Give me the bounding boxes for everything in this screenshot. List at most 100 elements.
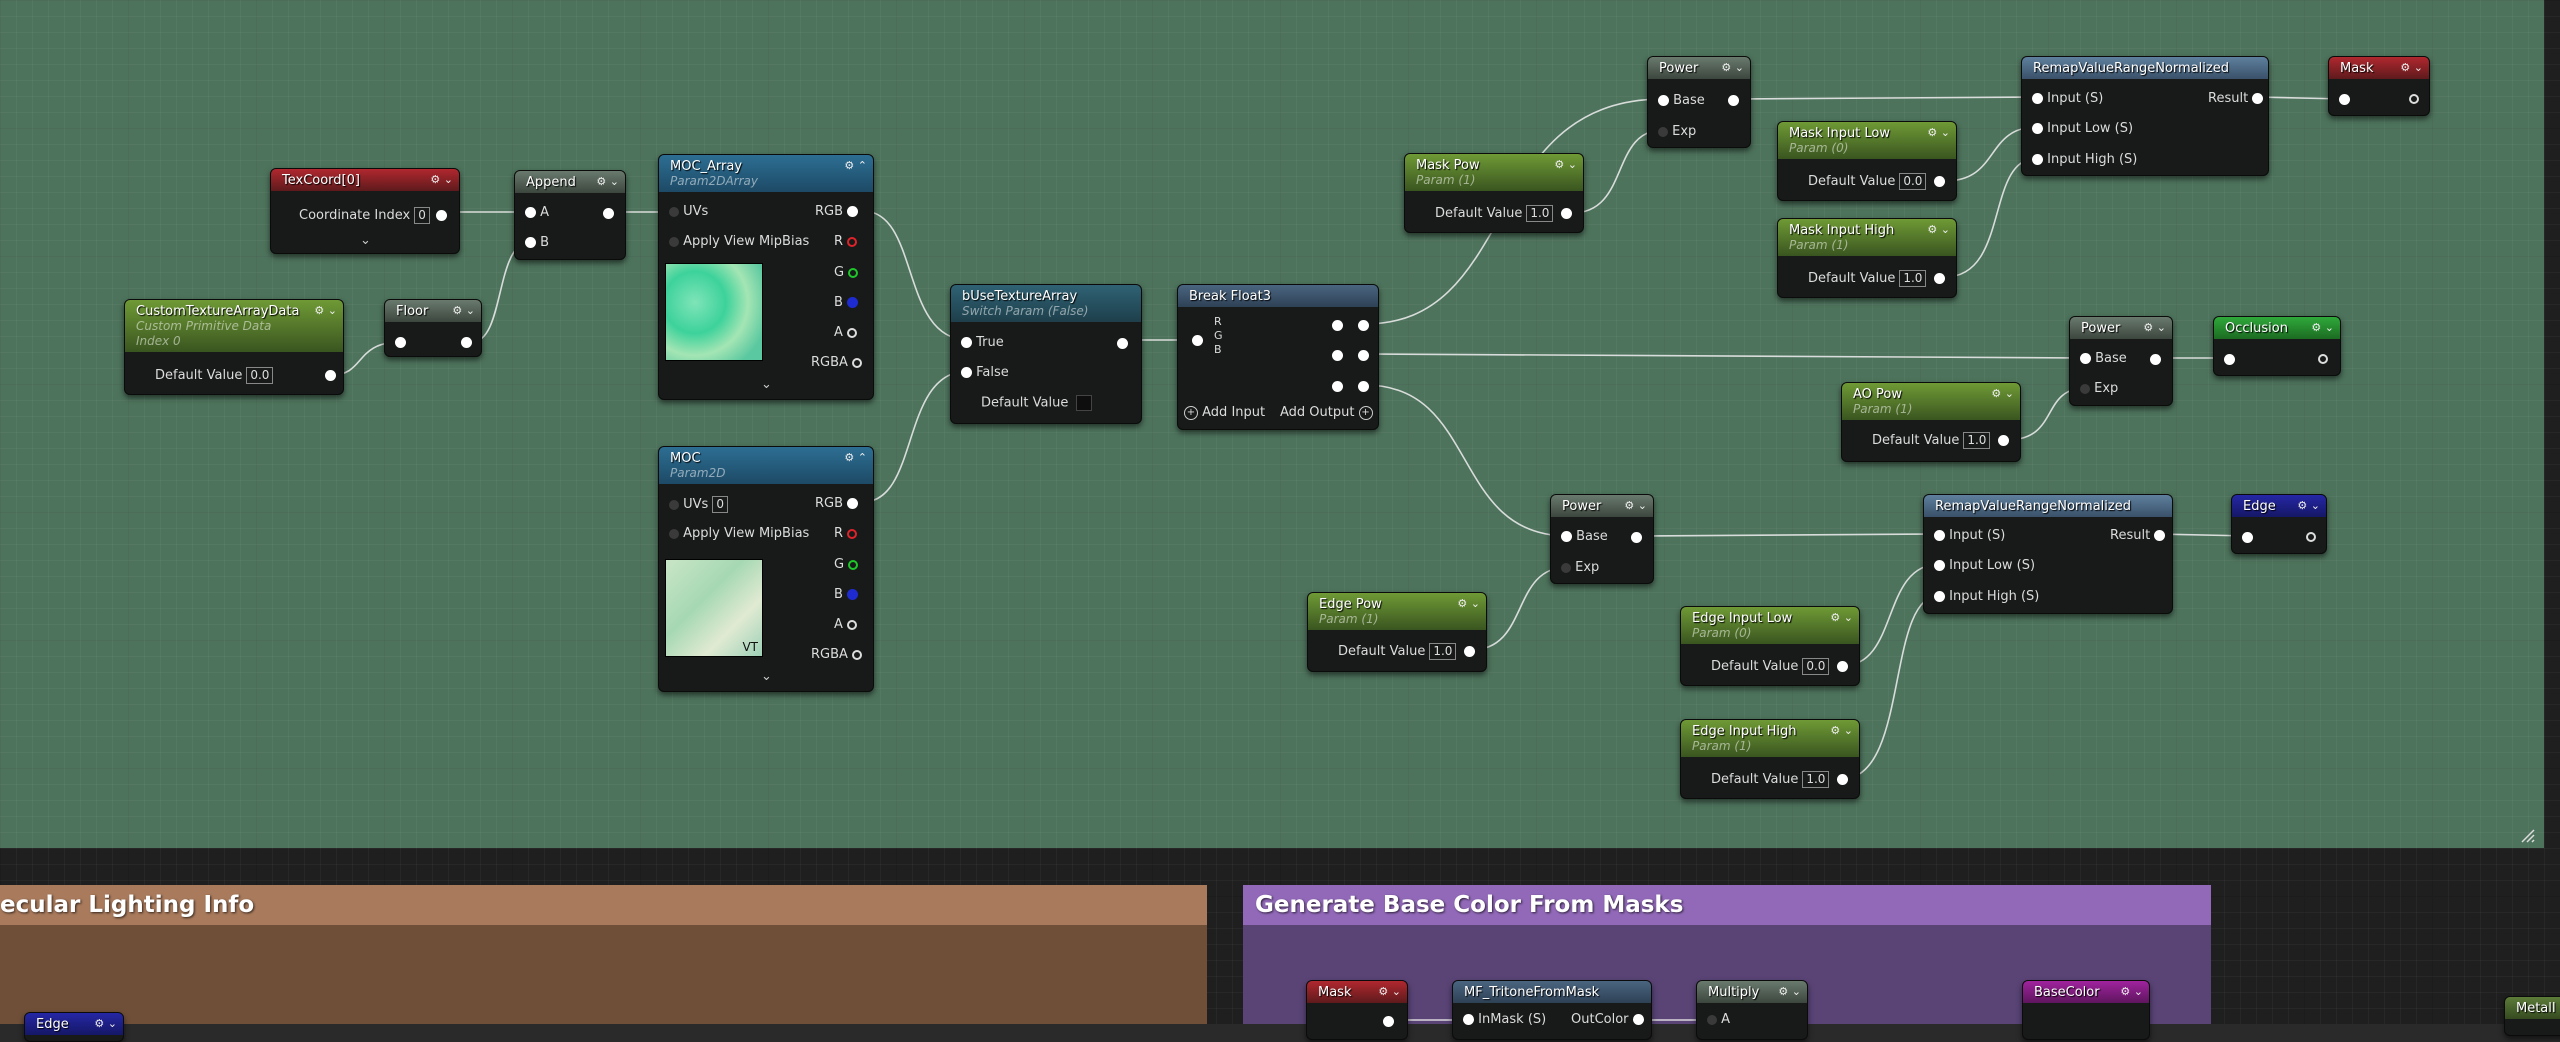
output-pin[interactable]	[1998, 435, 2009, 446]
output-pin[interactable]	[852, 357, 863, 368]
bottom-multiply-node[interactable]: Multiply⚙ ⌄ A	[1696, 980, 1808, 1040]
power-node-3[interactable]: Power⚙ ⌄ Base Exp	[1550, 494, 1654, 584]
node-header-controls[interactable]: ⚙ ⌃	[844, 451, 867, 464]
output-pin[interactable]	[2318, 354, 2328, 364]
chevron-down-icon[interactable]: ⌄	[761, 669, 772, 684]
floor-node[interactable]: Floor⚙ ⌄	[384, 299, 482, 357]
mask-output-node[interactable]: Mask⚙ ⌄	[2328, 56, 2430, 116]
node-header-controls[interactable]: ⚙ ⌄	[2297, 499, 2320, 512]
default-value-field[interactable]: 1.0	[1899, 270, 1927, 287]
output-pin[interactable]	[852, 649, 863, 660]
coordinate-index-field[interactable]: 0	[414, 207, 430, 224]
input-pin[interactable]	[2242, 532, 2253, 543]
node-header-controls[interactable]: ⚙ ⌄	[2400, 61, 2423, 74]
output-pin[interactable]	[847, 589, 859, 600]
output-pin[interactable]	[847, 297, 859, 308]
output-pin[interactable]	[1464, 646, 1475, 657]
node-header-controls[interactable]: ⚙ ⌃	[844, 159, 867, 172]
output-pin[interactable]	[1332, 381, 1343, 392]
output-pin[interactable]	[847, 236, 858, 247]
output-pin[interactable]	[1632, 1014, 1644, 1025]
bottom-basecolor-node[interactable]: BaseColor⚙ ⌄	[2022, 980, 2150, 1040]
output-pin[interactable]	[2154, 530, 2166, 541]
bottom-metal-node[interactable]: MetalI	[2504, 996, 2560, 1036]
input-pin[interactable]	[1934, 560, 1945, 571]
node-header-controls[interactable]: ⚙ ⌄	[1624, 499, 1647, 512]
output-pin[interactable]	[1837, 661, 1848, 672]
node-header-controls[interactable]: ⚙ ⌄	[1991, 387, 2014, 400]
input-pin[interactable]	[1658, 95, 1669, 106]
power-node-1[interactable]: Power⚙ ⌄ Base Exp	[1647, 56, 1751, 148]
input-pin[interactable]	[1561, 531, 1572, 542]
node-header-controls[interactable]: ⚙ ⌄	[2311, 321, 2334, 334]
input-pin[interactable]	[525, 207, 536, 218]
node-header-controls[interactable]: ⚙ ⌄	[452, 304, 475, 317]
output-pin[interactable]	[1383, 1016, 1394, 1027]
remap-value-range-node-2[interactable]: RemapValueRangeNormalized Input (S) Inpu…	[1923, 494, 2173, 614]
input-pin[interactable]	[2032, 154, 2043, 165]
output-pin[interactable]	[1728, 95, 1739, 106]
node-header-controls[interactable]: ⚙ ⌄	[1778, 985, 1801, 998]
node-header-controls[interactable]: ⚙ ⌄	[1554, 158, 1577, 171]
default-value-field[interactable]: 1.0	[1526, 205, 1554, 222]
output-pin[interactable]	[1358, 381, 1369, 392]
default-value-field[interactable]: 1.0	[1429, 643, 1457, 660]
append-node[interactable]: Append⚙ ⌄ A B	[514, 170, 626, 260]
output-pin[interactable]	[2409, 94, 2419, 104]
remap-value-range-node-1[interactable]: RemapValueRangeNormalized Input (S) Inpu…	[2021, 56, 2269, 176]
node-header-controls[interactable]: ⚙ ⌄	[2143, 321, 2166, 334]
default-value-field[interactable]: 0.0	[1802, 658, 1830, 675]
node-header-controls[interactable]: ⚙ ⌄	[596, 175, 619, 188]
output-pin[interactable]	[847, 528, 858, 539]
node-header-controls[interactable]: ⚙ ⌄	[430, 173, 453, 186]
input-pin[interactable]	[1463, 1014, 1474, 1025]
output-pin[interactable]	[2252, 93, 2264, 104]
output-pin[interactable]	[1631, 532, 1642, 543]
node-header-controls[interactable]: ⚙ ⌄	[1830, 611, 1853, 624]
default-value-field[interactable]: 0.0	[1899, 173, 1927, 190]
node-header-controls[interactable]: ⚙ ⌄	[314, 304, 337, 317]
power-node-2[interactable]: Power⚙ ⌄ Base Exp	[2069, 316, 2173, 406]
output-pin[interactable]	[1332, 320, 1343, 331]
output-pin[interactable]	[848, 559, 859, 570]
output-pin[interactable]	[2306, 532, 2316, 542]
input-pin[interactable]	[669, 499, 679, 510]
uvs-field[interactable]: 0	[712, 496, 728, 513]
input-pin[interactable]	[1561, 562, 1571, 573]
node-header-controls[interactable]: ⚙ ⌄	[1721, 61, 1744, 74]
input-pin[interactable]	[1192, 335, 1203, 346]
output-pin[interactable]	[1837, 774, 1848, 785]
add-input-button[interactable]: + Add Input	[1184, 405, 1265, 420]
bottom-tritone-node[interactable]: MF_TritoneFromMask InMask (S) OutColor	[1452, 980, 1652, 1040]
input-pin[interactable]	[1707, 1014, 1717, 1025]
bottom-edge-node[interactable]: Edge⚙ ⌄	[24, 1012, 124, 1042]
add-output-button[interactable]: Add Output +	[1280, 405, 1373, 420]
output-pin[interactable]	[1934, 176, 1945, 187]
input-pin[interactable]	[961, 367, 972, 378]
output-pin[interactable]	[1332, 350, 1343, 361]
input-pin[interactable]	[2339, 94, 2350, 105]
output-pin[interactable]	[848, 267, 859, 278]
node-header-controls[interactable]: ⚙ ⌄	[1378, 985, 1401, 998]
chevron-down-icon[interactable]: ⌄	[761, 377, 772, 392]
input-pin[interactable]	[669, 528, 679, 539]
input-pin[interactable]	[2032, 93, 2043, 104]
output-pin[interactable]	[2150, 354, 2161, 365]
node-header-controls[interactable]: ⚙ ⌄	[1927, 126, 1950, 139]
default-value-checkbox[interactable]	[1076, 395, 1093, 411]
output-pin[interactable]	[1934, 273, 1945, 284]
bottom-mask-node[interactable]: Mask⚙ ⌄	[1306, 980, 1408, 1040]
input-pin[interactable]	[1934, 591, 1945, 602]
lighting-comment-box[interactable]: ecular Lighting Info	[0, 885, 1207, 1024]
